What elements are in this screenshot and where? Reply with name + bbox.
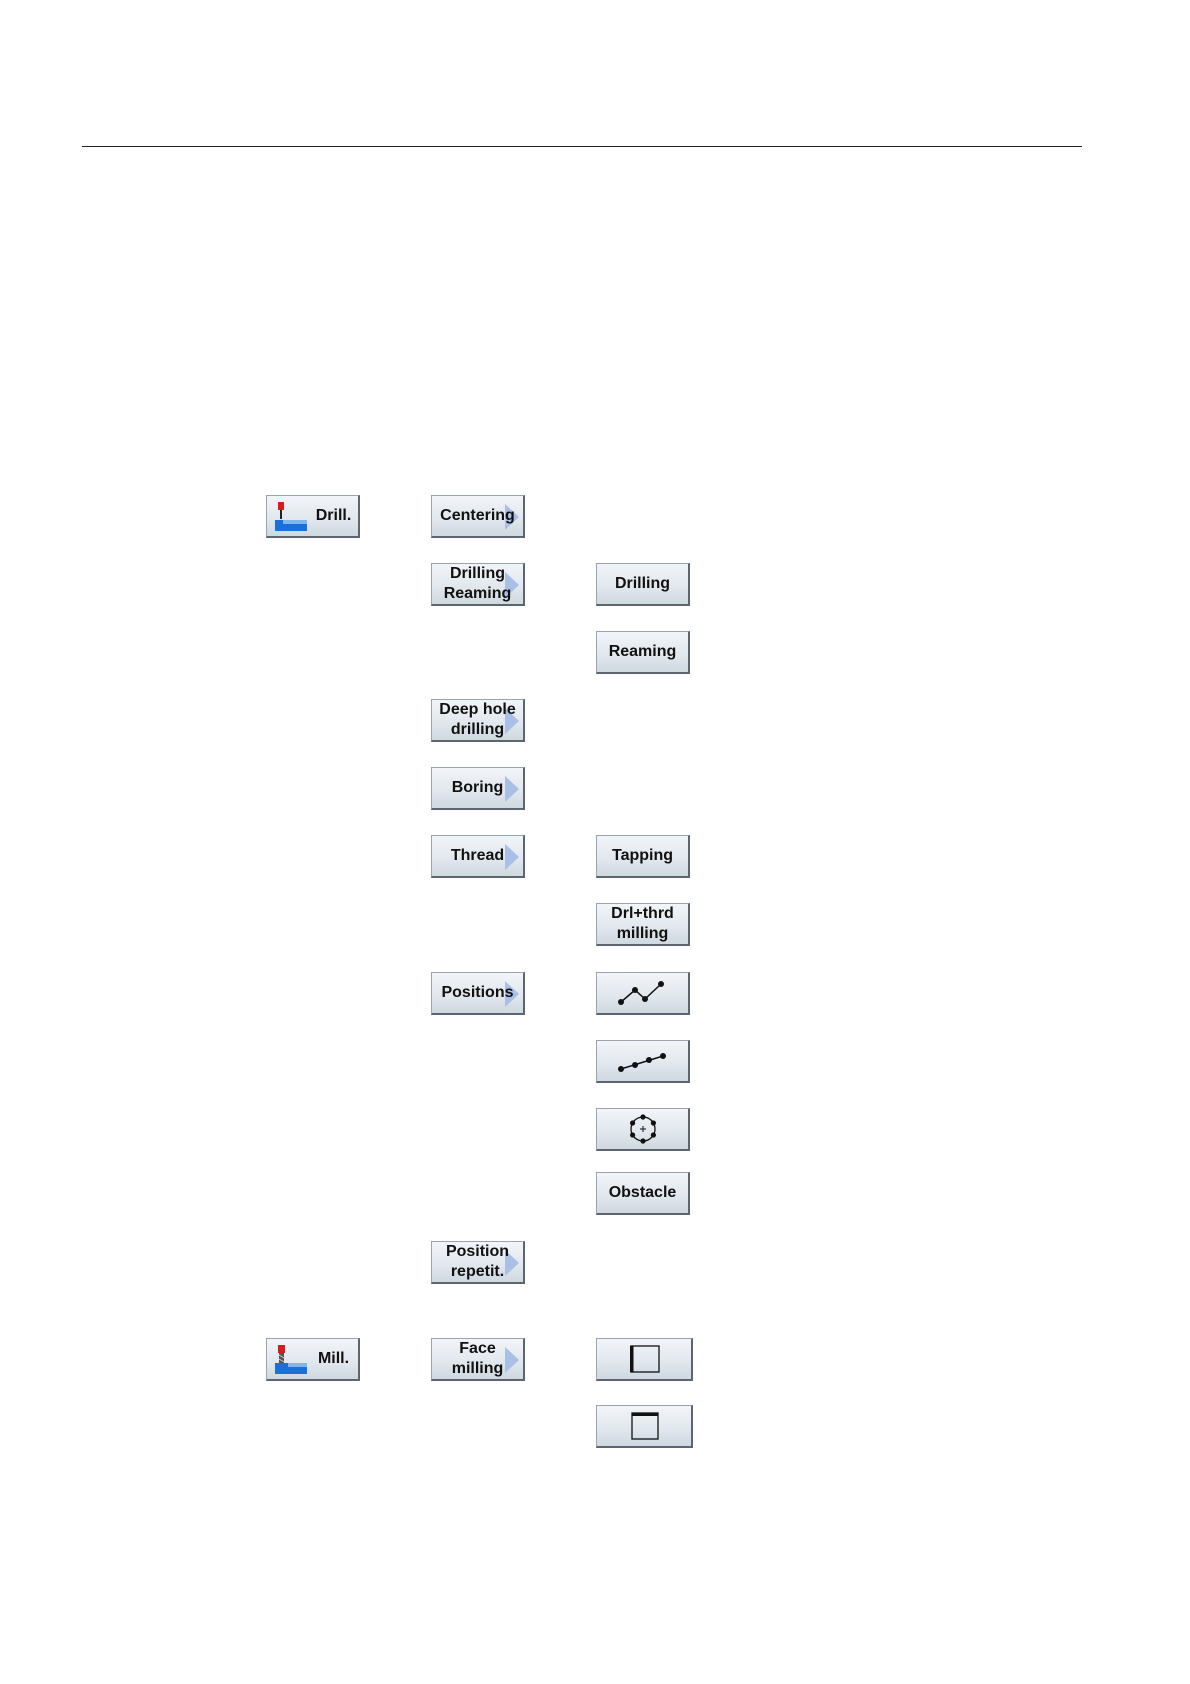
positions-label: Positions <box>441 983 513 1003</box>
circle-positions-icon <box>617 1114 669 1144</box>
drl-thrd-milling-softkey[interactable]: Drl+thrd milling <box>596 903 690 946</box>
face-mill-side-icon <box>618 1344 670 1374</box>
submenu-arrow-icon <box>505 844 519 870</box>
drill-softkey[interactable]: Drill. <box>266 495 360 538</box>
arbitrary-positions-icon <box>617 978 669 1008</box>
face-mill-top-icon <box>618 1411 670 1441</box>
line-positions-icon <box>617 1046 669 1076</box>
drilling-label: Drilling <box>615 574 670 594</box>
tapping-softkey[interactable]: Tapping <box>596 835 690 878</box>
centering-label: Centering <box>440 506 515 526</box>
thread-label: Thread <box>451 846 504 866</box>
position-repetit-softkey[interactable]: Position repetit. <box>431 1241 525 1284</box>
obstacle-softkey[interactable]: Obstacle <box>596 1172 690 1215</box>
drill-tool-icon <box>274 502 308 532</box>
position-repetit-label: Position repetit. <box>446 1242 509 1282</box>
drilling-softkey[interactable]: Drilling <box>596 563 690 606</box>
tapping-label: Tapping <box>612 846 673 866</box>
positions-softkey[interactable]: Positions <box>431 972 525 1015</box>
boring-label: Boring <box>452 778 504 798</box>
mill-label: Mill. <box>318 1349 349 1369</box>
drl-thrd-milling-label: Drl+thrd milling <box>611 904 674 944</box>
arbitrary-positions-softkey[interactable] <box>596 972 690 1015</box>
drill-label: Drill. <box>316 506 352 526</box>
drilling-reaming-softkey[interactable]: Drilling Reaming <box>431 563 525 606</box>
obstacle-label: Obstacle <box>609 1183 677 1203</box>
centering-softkey[interactable]: Centering <box>431 495 525 538</box>
drilling-reaming-label: Drilling Reaming <box>444 564 512 604</box>
thread-softkey[interactable]: Thread <box>431 835 525 878</box>
reaming-label: Reaming <box>609 642 677 662</box>
face-mill-top-softkey[interactable] <box>596 1405 693 1448</box>
boring-softkey[interactable]: Boring <box>431 767 525 810</box>
face-mill-side-softkey[interactable] <box>596 1338 693 1381</box>
mill-softkey[interactable]: Mill. <box>266 1338 360 1381</box>
mill-tool-icon <box>274 1345 308 1375</box>
face-milling-label: Face milling <box>452 1339 504 1379</box>
deep-hole-drilling-label: Deep hole drilling <box>439 700 515 740</box>
circle-positions-softkey[interactable] <box>596 1108 690 1151</box>
submenu-arrow-icon <box>505 1347 519 1373</box>
deep-hole-drilling-softkey[interactable]: Deep hole drilling <box>431 699 525 742</box>
header-rule <box>82 146 1082 147</box>
face-milling-softkey[interactable]: Face milling <box>431 1338 525 1381</box>
submenu-arrow-icon <box>505 776 519 802</box>
line-positions-softkey[interactable] <box>596 1040 690 1083</box>
reaming-softkey[interactable]: Reaming <box>596 631 690 674</box>
